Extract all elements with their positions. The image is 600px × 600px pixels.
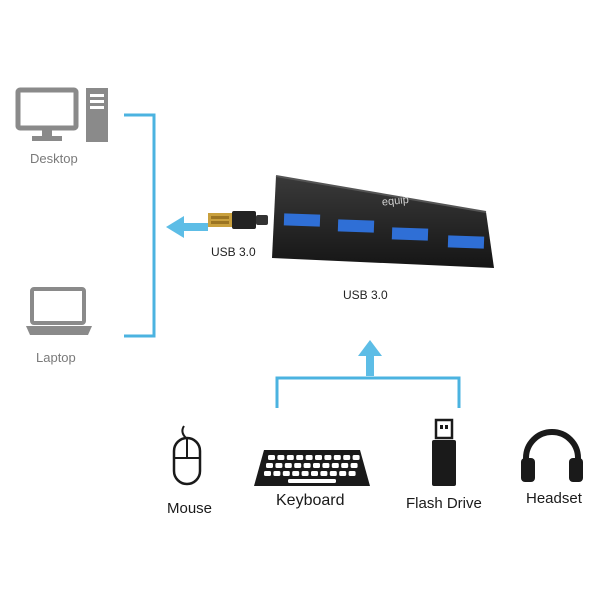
keyboard-spacebar xyxy=(288,479,336,483)
desktop-icon xyxy=(15,87,108,142)
keyboard-key xyxy=(311,471,318,476)
mouse-label: Mouse xyxy=(167,500,213,517)
keyboard-key xyxy=(275,463,283,468)
flash-drive-icon xyxy=(432,418,456,486)
keyboard-key xyxy=(284,463,292,468)
flash-drive-label: Flash Drive xyxy=(406,495,482,512)
keyboard-key xyxy=(294,463,302,468)
keyboard-key xyxy=(352,455,360,460)
keyboard-key xyxy=(266,463,273,468)
keyboard-key xyxy=(339,471,347,476)
keyboard-icon xyxy=(254,450,370,486)
keyboard-key xyxy=(329,471,337,476)
keyboard-key xyxy=(333,455,341,460)
desktop-label: Desktop xyxy=(30,151,78,166)
keyboard-key xyxy=(264,471,271,476)
keyboard-key xyxy=(322,463,330,468)
keyboard-key xyxy=(341,463,349,468)
mouse-icon xyxy=(172,425,202,486)
keyboard-key xyxy=(305,455,313,460)
keyboard-label: Keyboard xyxy=(276,492,345,509)
keyboard-keys xyxy=(264,455,360,483)
usb-plug-icon xyxy=(208,211,268,229)
keyboard-key xyxy=(324,455,332,460)
keyboard-key xyxy=(303,463,311,468)
keyboard-key xyxy=(296,455,304,460)
keyboard-key xyxy=(301,471,309,476)
usb-hub-icon: equip xyxy=(272,175,494,268)
cable-usb-label: USB 3.0 xyxy=(211,245,256,259)
arrow-left-icon xyxy=(166,216,208,238)
keyboard-key xyxy=(277,455,285,460)
laptop-icon xyxy=(26,287,92,335)
keyboard-key xyxy=(313,463,320,468)
keyboard-key xyxy=(331,463,339,468)
keyboard-key xyxy=(282,471,290,476)
keyboard-key xyxy=(348,471,356,476)
arrow-up-icon xyxy=(358,340,382,376)
keyboard-key xyxy=(343,455,351,460)
hub-brand: equip xyxy=(381,194,409,209)
headset-label: Headset xyxy=(526,490,582,507)
keyboard-key xyxy=(315,455,322,460)
headset-icon xyxy=(521,429,583,482)
keyboard-key xyxy=(268,455,275,460)
keyboard-key xyxy=(286,455,294,460)
keyboard-key xyxy=(292,471,300,476)
laptop-label: Laptop xyxy=(36,350,76,365)
keyboard-key xyxy=(350,463,358,468)
keyboard-key xyxy=(273,471,281,476)
keyboard-key xyxy=(320,471,328,476)
hub-usb-label: USB 3.0 xyxy=(343,288,388,302)
